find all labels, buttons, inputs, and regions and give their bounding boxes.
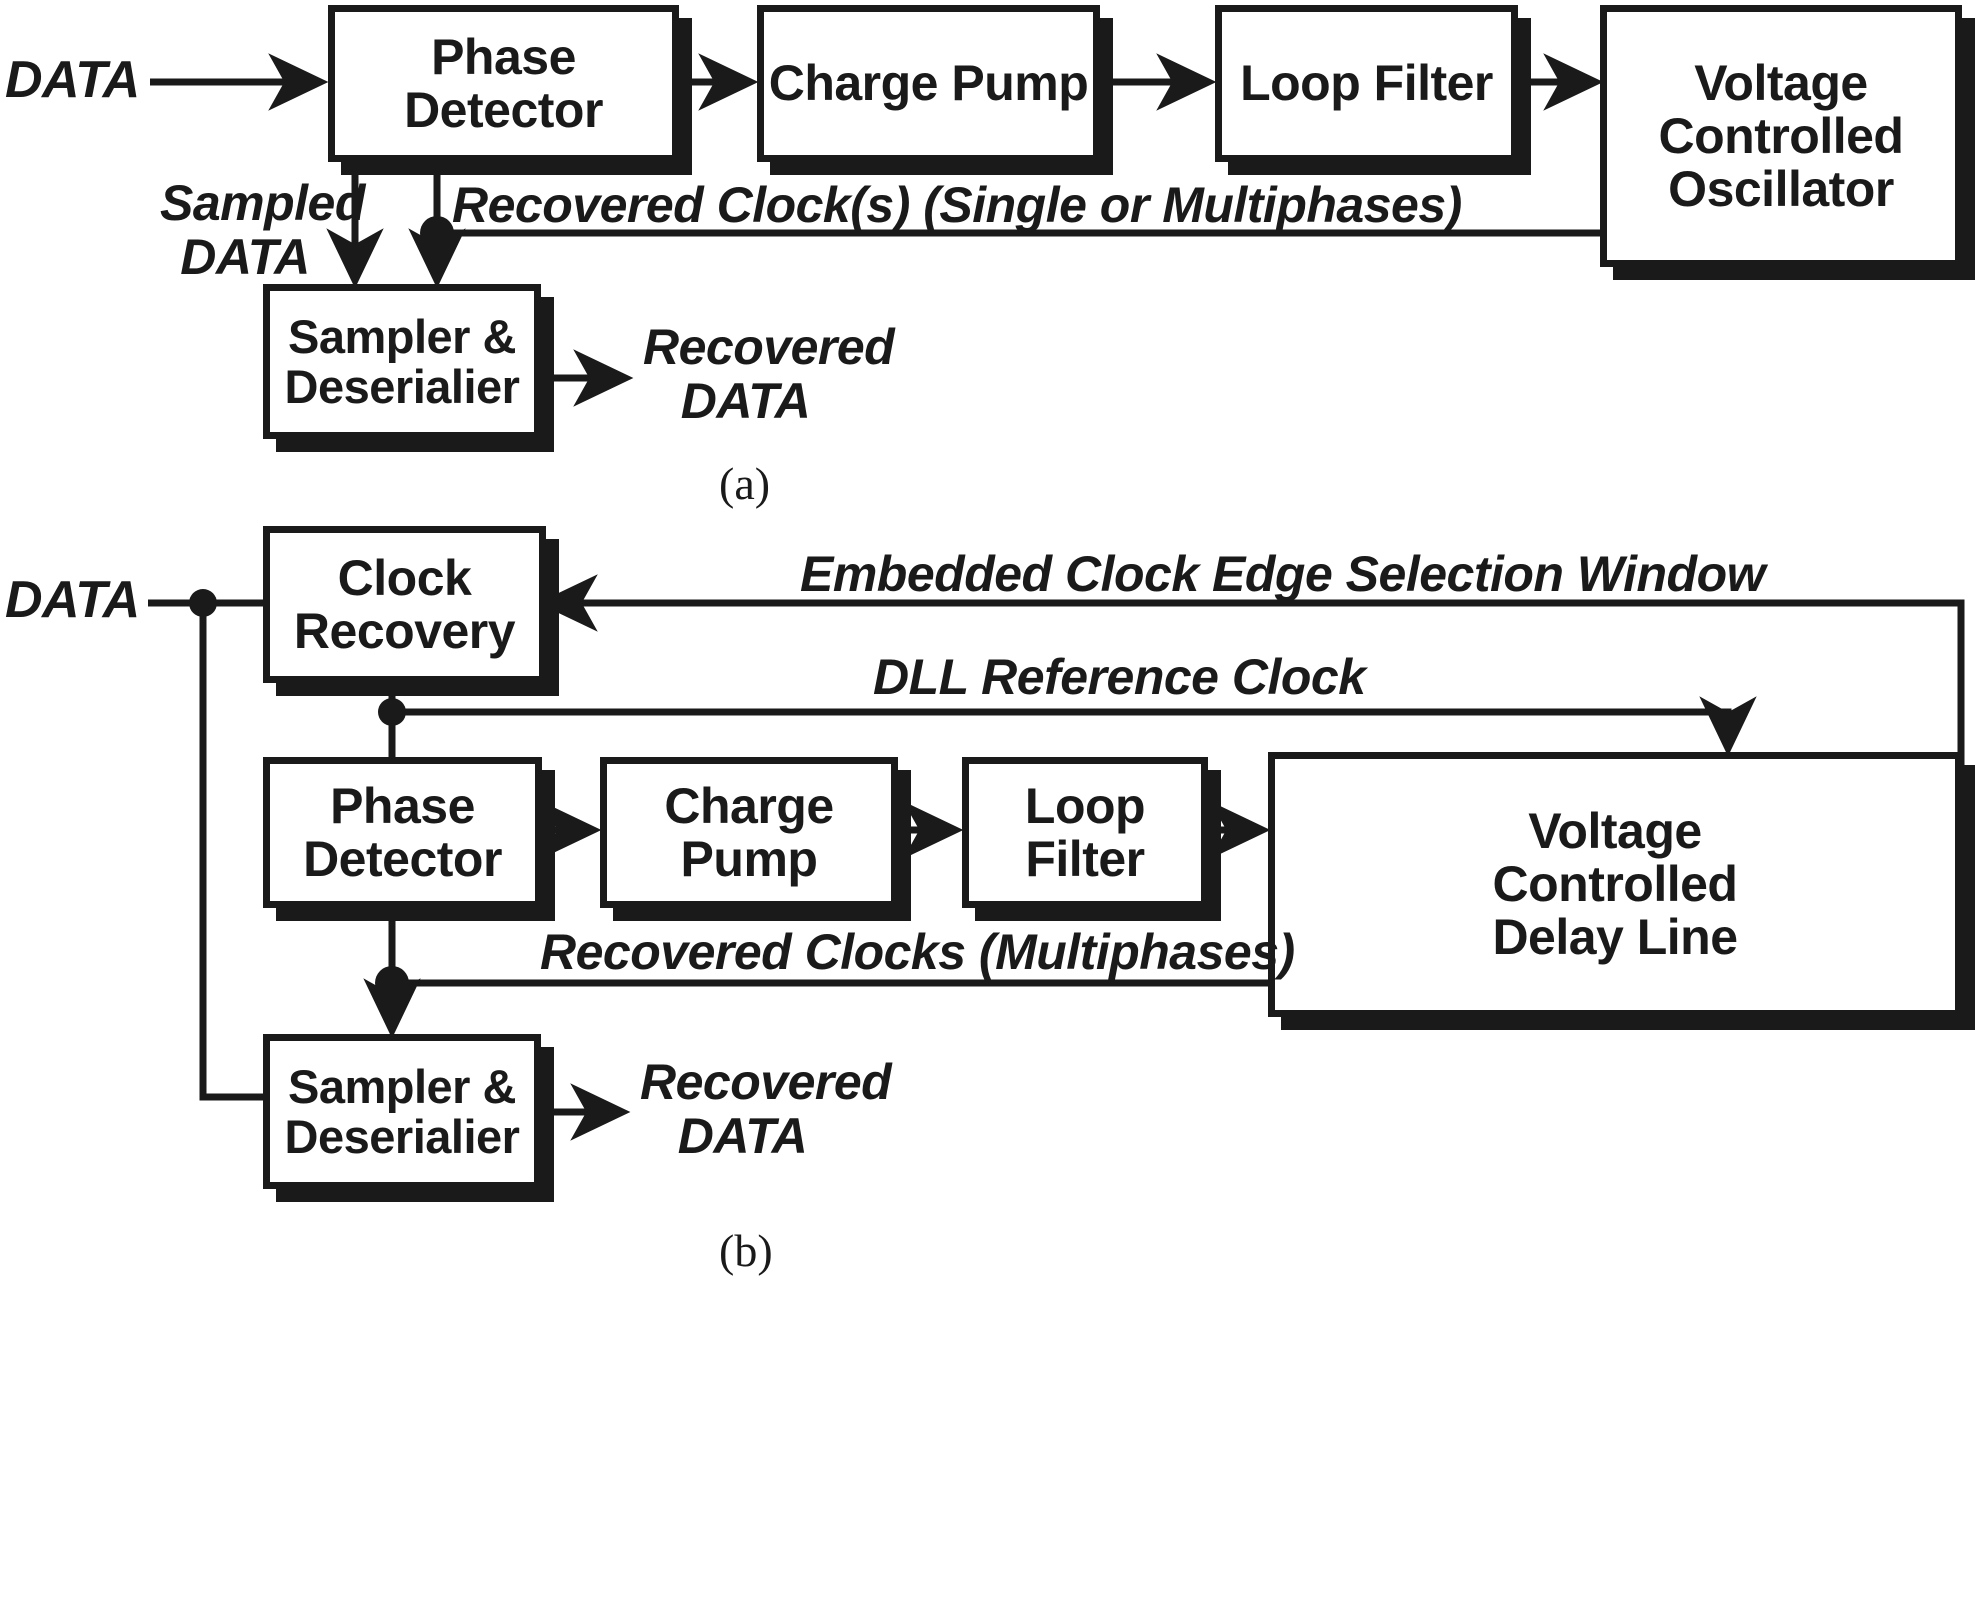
block-vcdl-b[interactable]: Voltage Controlled Delay Line bbox=[1268, 752, 1962, 1017]
block-phase-detector-b[interactable]: Phase Detector bbox=[263, 757, 542, 908]
block-clock-recovery-b[interactable]: Clock Recovery bbox=[263, 526, 546, 683]
block-label: Phase Detector bbox=[303, 777, 502, 887]
block-label: Voltage Controlled Delay Line bbox=[1492, 803, 1738, 965]
signal-label-data-b: DATA bbox=[5, 571, 140, 629]
signal-label-dll-reference-clock: DLL Reference Clock bbox=[873, 649, 1366, 705]
block-sampler-deserialier-a[interactable]: Sampler & Deserialier bbox=[263, 284, 541, 439]
block-phase-detector-a[interactable]: Phase Detector bbox=[328, 5, 679, 162]
block-label: Voltage Controlled Oscillator bbox=[1658, 54, 1904, 217]
junction-dot-b-dll bbox=[378, 698, 406, 726]
panel-caption-b: (b) bbox=[719, 1225, 773, 1276]
block-label: Sampler & Deserialier bbox=[284, 309, 520, 413]
signal-label-recovered-data-b: Recovered DATA bbox=[640, 1054, 892, 1164]
signal-label-sampled-data: Sampled DATA bbox=[160, 175, 365, 285]
signal-label-recovered-data-a: Recovered DATA bbox=[643, 319, 895, 429]
block-loop-filter-b[interactable]: Loop Filter bbox=[962, 757, 1208, 908]
signal-label-data-a: DATA bbox=[5, 51, 140, 109]
wire-b-dll-ref-clock bbox=[392, 696, 1757, 757]
block-label: Loop Filter bbox=[1240, 55, 1493, 111]
block-charge-pump-a[interactable]: Charge Pump bbox=[757, 5, 1100, 162]
block-vco-a[interactable]: Voltage Controlled Oscillator bbox=[1600, 5, 1962, 267]
block-label: Phase Detector bbox=[404, 28, 603, 138]
signal-label-edge-selection-window: Embedded Clock Edge Selection Window bbox=[800, 546, 1766, 602]
junction-dot-b-data bbox=[189, 589, 217, 617]
block-charge-pump-b[interactable]: Charge Pump bbox=[600, 757, 898, 908]
block-loop-filter-a[interactable]: Loop Filter bbox=[1215, 5, 1518, 162]
junction-dot-a-clock bbox=[420, 216, 454, 250]
block-sampler-deserialier-b[interactable]: Sampler & Deserialier bbox=[263, 1034, 541, 1189]
block-label: Charge Pump bbox=[664, 777, 834, 887]
wire-b-data-branch-down bbox=[199, 603, 270, 1101]
panel-caption-a: (a) bbox=[719, 458, 771, 509]
signal-label-recovered-clocks-a: Recovered Clock(s) (Single or Multiphase… bbox=[452, 177, 1462, 233]
junction-dot-b-clocks bbox=[375, 966, 409, 1000]
signal-label-recovered-clocks-b: Recovered Clocks (Multiphases) bbox=[540, 924, 1295, 980]
block-label: Clock Recovery bbox=[293, 549, 516, 659]
block-label: Loop Filter bbox=[1024, 777, 1146, 887]
block-label: Sampler & Deserialier bbox=[284, 1059, 520, 1163]
block-label: Charge Pump bbox=[768, 55, 1089, 111]
